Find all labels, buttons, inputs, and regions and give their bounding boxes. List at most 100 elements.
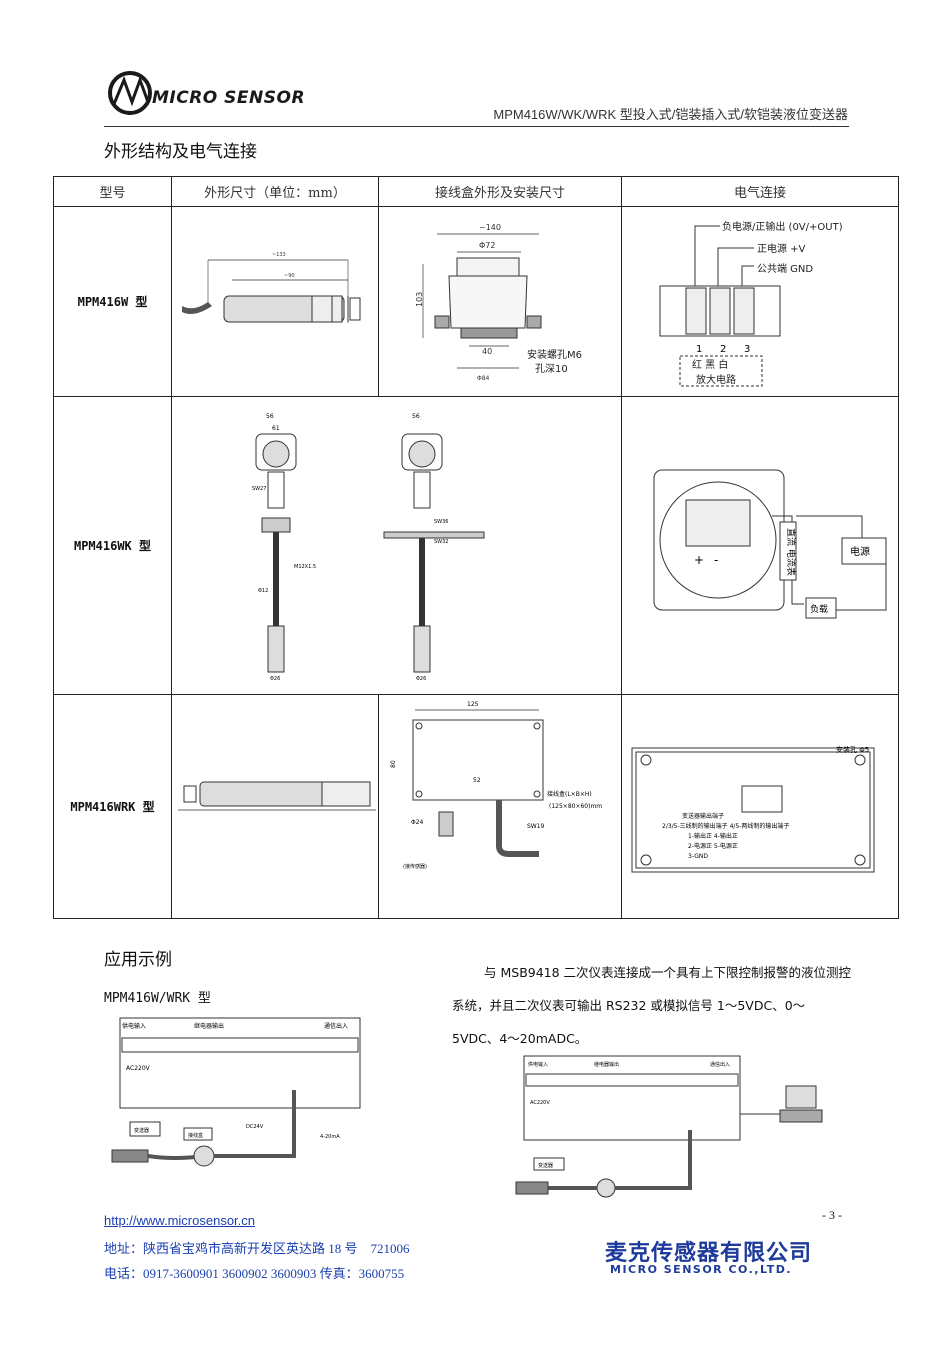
term-line2-label: 1-输出正 4-输出正 bbox=[688, 832, 738, 840]
mount-hole-label: 安装螺孔M6 bbox=[527, 348, 582, 361]
dim-52-label: 52 bbox=[473, 777, 481, 784]
soft-armored-probe-drawing bbox=[178, 781, 376, 810]
dim-width-label: 125 bbox=[467, 701, 479, 708]
company-logo bbox=[108, 71, 152, 115]
current-meter-label: 直流 电流表 bbox=[785, 528, 797, 576]
application-model: MPM416W/WRK 型 bbox=[104, 991, 211, 1006]
dim-61-label: 61 bbox=[272, 425, 280, 432]
panel-relay-label: 继电器输出 bbox=[194, 1022, 224, 1030]
table-row: MPM416WK 型 56 61 SW27 M12X1.5 Φ12 Φ26 bbox=[53, 396, 899, 695]
ac-label-2: AC220V bbox=[530, 1100, 550, 1106]
wrk-terminal-drawing: 安装孔 Φ5 变送器输出端子 2/3/5-三线制的输出端子 4/5-两线制的输出… bbox=[631, 745, 875, 872]
table-row: MPM416W 型 ~133 ~90 ~140 Φ72 bbox=[53, 206, 899, 397]
panel-relay-label-2: 继电器输出 bbox=[594, 1061, 619, 1068]
col-header-electrical: 电气连接 bbox=[621, 176, 899, 207]
application-diagram-right: 供电输入 继电器输出 通信出入 AC220V 变送器 bbox=[515, 1055, 823, 1198]
dim-top-label: 56 bbox=[266, 413, 274, 420]
sensor-note-label: (接传感器) bbox=[403, 863, 427, 870]
sw19-label: SW19 bbox=[527, 823, 545, 830]
terminal-3: 3 bbox=[744, 344, 750, 355]
panel-power-label-2: 供电输入 bbox=[528, 1061, 548, 1068]
transmitter-label: 变送器 bbox=[134, 1127, 149, 1134]
table-header-row: 型号 外形尺寸（单位：mm） 接线盒外形及安装尺寸 电气连接 bbox=[53, 176, 899, 207]
junction-box-label: 接线盒(L×B×H) bbox=[547, 790, 592, 798]
table-row: MPM416WRK 型 125 80 52 接线盒(L×B×H) ( bbox=[53, 694, 899, 919]
model-cell: MPM416WK 型 bbox=[53, 396, 172, 695]
term-title-label: 变送器输出端子 bbox=[682, 812, 724, 820]
junction-label: 接线盒 bbox=[188, 1132, 203, 1139]
dim-outer-label: ~133 bbox=[272, 252, 286, 258]
company-phone: 电话：0917-3600901 3600902 3600903 传真：36007… bbox=[104, 1266, 405, 1281]
load-label: 负载 bbox=[810, 603, 828, 615]
junction-box-drawing: ~140 Φ72 103 40 安装螺孔M6 孔深10 Φ84 bbox=[415, 223, 582, 382]
probe-variant-a: 56 61 SW27 M12X1.5 Φ12 Φ26 bbox=[252, 413, 316, 682]
panel-comm-label: 通信出入 bbox=[324, 1022, 348, 1030]
box-height-label: 103 bbox=[415, 291, 424, 306]
website-link[interactable]: http://www.microsensor.cn bbox=[104, 1213, 255, 1228]
logo-text: MICRO SENSOR bbox=[152, 88, 306, 108]
col-header-junction-box: 接线盒外形及安装尺寸 bbox=[378, 176, 622, 207]
minus-terminal: - bbox=[714, 553, 718, 567]
panel-power-label: 供电输入 bbox=[122, 1022, 146, 1030]
col-header-model: 型号 bbox=[53, 176, 172, 207]
transmitter-label-2: 变送器 bbox=[538, 1162, 553, 1169]
phi12-label: Φ12 bbox=[258, 588, 268, 594]
phi24-label: Φ24 bbox=[411, 819, 424, 826]
dimension-drawing-cell: ~133 ~90 bbox=[171, 206, 379, 397]
spec-table: 型号 外形尺寸（单位：mm） 接线盒外形及安装尺寸 电气连接 MPM416W 型… bbox=[53, 176, 899, 919]
dim-inner-label: ~90 bbox=[284, 273, 295, 279]
application-title: 应用示例 bbox=[104, 950, 172, 970]
term-line3-label: 2-电源正 5-电源正 bbox=[688, 842, 738, 850]
application-diagram-left: 供电输入 继电器输出 通信出入 AC220V 变送器 接线盒 DC24V 4-2… bbox=[111, 1017, 361, 1167]
dimension-drawing-cell: 56 61 SW27 M12X1.5 Φ12 Φ26 56 bbox=[171, 396, 622, 695]
junction-box-drawing-cell: 125 80 52 接线盒(L×B×H) (125×80×60)mm Φ24 S… bbox=[378, 694, 622, 919]
wire-colors-label: 红 黑 白 bbox=[692, 358, 728, 371]
section-title: 外形结构及电气连接 bbox=[104, 142, 257, 162]
ac-label: AC220V bbox=[126, 1065, 151, 1072]
hole-depth-label: 孔深10 bbox=[535, 363, 568, 375]
box-base-label: 40 bbox=[482, 347, 492, 356]
power-label: 电源 bbox=[850, 545, 870, 558]
dim-top-label-b: 56 bbox=[412, 413, 420, 420]
terminal-1: 1 bbox=[696, 344, 702, 355]
electrical-drawing-cell: 负电源/正输出 (0V/+OUT) 正电源 +V 公共端 GND 1 2 3 红… bbox=[621, 206, 899, 397]
model-cell: MPM416W 型 bbox=[53, 206, 172, 397]
probe-dimension-drawing: ~133 ~90 bbox=[182, 252, 361, 323]
company-name-en: MICRO SENSOR CO.,LTD. bbox=[610, 1263, 793, 1276]
mount-hole-label: 安装孔 Φ5 bbox=[836, 745, 869, 754]
electrical-drawing-cell: + - 直流 电流表 电源 负载 bbox=[621, 396, 899, 695]
phi26-label-b: Φ26 bbox=[416, 676, 426, 682]
col-header-dimensions: 外形尺寸（单位：mm） bbox=[171, 176, 379, 207]
sw27-label: SW27 bbox=[252, 486, 266, 492]
box-phi-label: Φ72 bbox=[479, 241, 495, 250]
model-cell: MPM416WRK 型 bbox=[53, 694, 172, 919]
application-description: 与 MSB9418 二次仪表连接成一个具有上下限控制报警的液位测控系统，并且二次… bbox=[452, 965, 852, 1046]
junction-box-drawing-cell: ~140 Φ72 103 40 安装螺孔M6 孔深10 Φ84 bbox=[378, 206, 622, 397]
terminal-2: 2 bbox=[720, 344, 726, 355]
dimension-drawing-cell bbox=[171, 694, 379, 919]
page-number: - 3 - bbox=[822, 1208, 842, 1222]
header-title: MPM416W/WK/WRK 型投入式/铠装插入式/软铠装液位变送器 bbox=[493, 107, 848, 122]
plus-terminal: + bbox=[694, 553, 704, 567]
current-out-label: 4-20mA bbox=[320, 1134, 340, 1140]
term-line4-label: 3-GND bbox=[688, 853, 708, 860]
armored-probe-drawing: 56 61 SW27 M12X1.5 Φ12 Φ26 56 bbox=[252, 413, 485, 682]
electrical-wiring-drawing: 负电源/正输出 (0V/+OUT) 正电源 +V 公共端 GND 1 2 3 红… bbox=[659, 220, 843, 386]
sw32-label: SW32 bbox=[434, 539, 448, 545]
amp-circuit-label: 放大电路 bbox=[696, 373, 736, 386]
box-width-label: ~140 bbox=[479, 223, 501, 232]
company-name-cn: 麦克传感器有限公司 bbox=[605, 1241, 813, 1266]
dim-height-label: 80 bbox=[390, 760, 397, 768]
panel-comm-label-2: 通信出入 bbox=[710, 1061, 730, 1068]
wrk-junction-box-drawing: 125 80 52 接线盒(L×B×H) (125×80×60)mm Φ24 S… bbox=[390, 701, 602, 870]
elec-pos-label: 正电源 +V bbox=[757, 242, 806, 255]
company-address: 地址：陕西省宝鸡市高新开发区英达路 18 号 721006 bbox=[104, 1241, 410, 1256]
box-phi2-label: Φ84 bbox=[477, 375, 490, 382]
thread-label: M12X1.5 bbox=[294, 564, 316, 570]
dc24-label: DC24V bbox=[246, 1124, 264, 1130]
probe-variant-b: 56 SW36 SW32 Φ26 bbox=[383, 413, 485, 682]
two-wire-connection-drawing: + - 直流 电流表 电源 负载 bbox=[653, 469, 887, 618]
electrical-drawing-cell: 安装孔 Φ5 变送器输出端子 2/3/5-三线制的输出端子 4/5-两线制的输出… bbox=[621, 694, 899, 919]
elec-gnd-label: 公共端 GND bbox=[757, 262, 813, 275]
phi26-label: Φ26 bbox=[270, 676, 280, 682]
